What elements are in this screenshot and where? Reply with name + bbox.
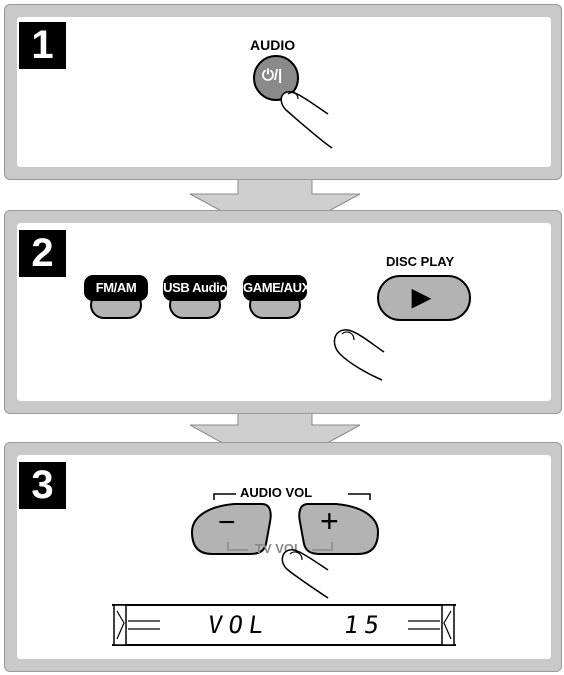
game-aux-label: GAME/AUX <box>243 275 310 301</box>
display-panel <box>112 604 456 646</box>
power-symbol: ⏻/| <box>262 67 283 84</box>
step-3-badge: 3 <box>19 462 66 509</box>
volume-up-button[interactable] <box>288 500 388 560</box>
display-text-vol: VOL <box>206 611 272 639</box>
minus-icon: − <box>218 506 236 539</box>
pressing-finger-icon <box>280 91 333 149</box>
plus-icon: + <box>320 503 339 539</box>
pressing-finger-icon <box>281 549 329 599</box>
volume-down-button[interactable] <box>182 500 282 560</box>
disc-play-label: DISC PLAY <box>386 254 455 269</box>
display-right-end-icon <box>408 604 455 646</box>
display-left-end-icon <box>113 604 160 646</box>
game-aux-button[interactable]: GAME/AUX <box>243 275 310 321</box>
audio-power-button[interactable] <box>246 50 316 120</box>
step-1-panel <box>4 4 562 180</box>
fm-am-button[interactable]: FM/AM <box>84 275 148 321</box>
fm-am-label: FM/AM <box>84 275 148 301</box>
pressing-finger-icon <box>333 329 385 381</box>
step-2-badge: 2 <box>19 230 66 277</box>
usb-audio-button[interactable]: USB Audio <box>163 275 227 321</box>
audio-power-label: AUDIO <box>250 37 296 53</box>
tv-vol-bracket <box>227 542 333 551</box>
audio-vol-label: AUDIO VOL <box>240 485 313 500</box>
display-text-volume-level: 15 <box>342 611 387 639</box>
step-1-badge: 1 <box>19 22 66 69</box>
usb-audio-label: USB Audio <box>163 275 227 301</box>
play-icon: ▶ <box>412 284 431 311</box>
audio-vol-bracket <box>213 493 371 500</box>
disc-play-button[interactable] <box>376 274 476 324</box>
